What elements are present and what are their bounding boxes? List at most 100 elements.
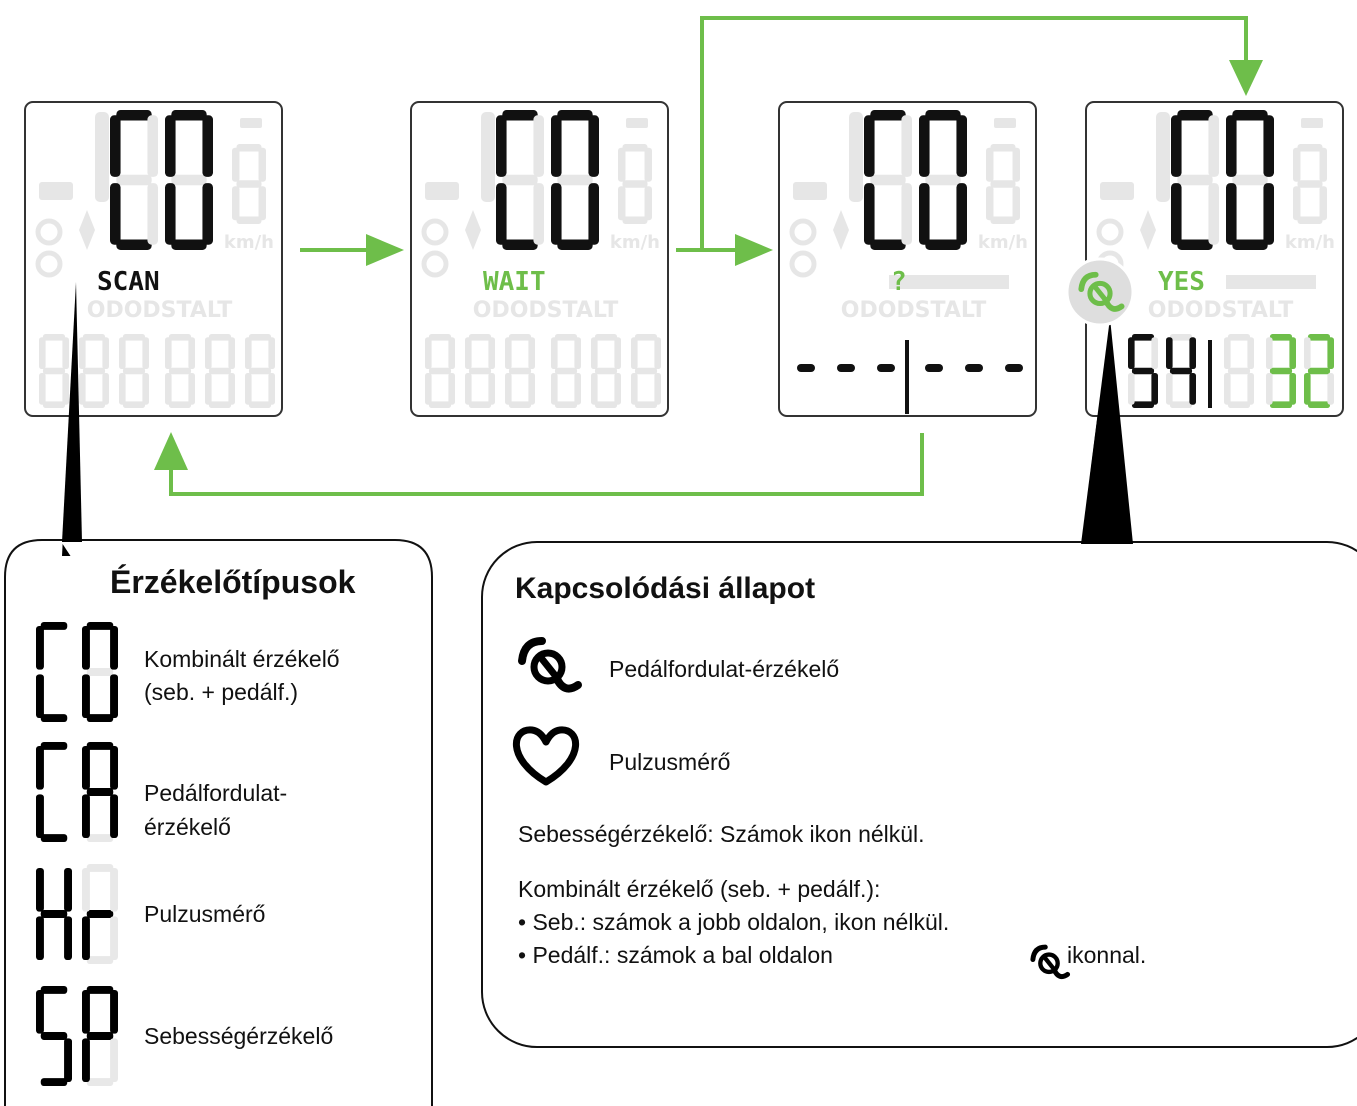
segment — [258, 186, 266, 221]
segment — [236, 216, 262, 224]
segment — [116, 174, 152, 186]
dash-segment — [965, 364, 983, 372]
segment — [870, 174, 906, 186]
segment — [631, 372, 638, 405]
segment — [1131, 367, 1155, 375]
speed-unit: km/h — [224, 232, 274, 253]
segment — [574, 337, 581, 370]
segment — [40, 742, 68, 750]
segment — [36, 989, 44, 1034]
segment — [551, 115, 562, 177]
segment — [40, 834, 68, 842]
segment — [1177, 174, 1213, 186]
connection-title: Kapcsolódási állapot — [515, 572, 816, 605]
segment — [901, 183, 912, 245]
segment — [614, 372, 621, 405]
segment — [142, 337, 149, 370]
segment — [42, 367, 66, 375]
segment — [1227, 367, 1251, 375]
segment — [122, 334, 146, 341]
sensor-hr-label: Pulzusmérő — [144, 901, 266, 927]
cadence-label: Pedálfordulat-érzékelő — [609, 656, 840, 682]
bottom-left-digit-1 — [1128, 334, 1158, 408]
segment — [425, 372, 432, 405]
segment — [110, 674, 118, 719]
segment — [1269, 334, 1293, 341]
segment — [79, 372, 86, 405]
bottom-ghost-digit — [505, 334, 535, 408]
segment — [1293, 186, 1301, 221]
segment — [1151, 372, 1158, 405]
segment — [171, 239, 207, 250]
dash-segment — [877, 364, 895, 372]
segment — [1319, 186, 1327, 221]
segment — [36, 794, 44, 839]
segment — [551, 183, 562, 245]
sensor-code-ca-1 — [36, 742, 68, 842]
segment — [86, 714, 114, 722]
segment — [248, 334, 272, 341]
ghost-digit — [986, 144, 1020, 224]
segment — [86, 742, 114, 750]
segment — [1304, 372, 1311, 405]
segment — [122, 367, 146, 375]
segment — [232, 186, 240, 221]
dash-segment — [925, 364, 943, 372]
segment — [622, 180, 648, 188]
segment — [1169, 401, 1193, 408]
segment — [1232, 110, 1268, 121]
top-digit-2 — [165, 110, 213, 250]
segment — [1269, 401, 1293, 408]
bottom-right-digit-2 — [1304, 334, 1334, 408]
segment — [1247, 372, 1254, 405]
segment — [1247, 337, 1254, 370]
segment — [122, 401, 146, 408]
segment — [654, 372, 661, 405]
segment — [86, 834, 114, 842]
segment — [36, 867, 44, 912]
segment — [448, 372, 455, 405]
segment — [110, 745, 118, 790]
segment — [86, 622, 114, 630]
segment — [986, 147, 994, 182]
segment — [465, 372, 472, 405]
bottom-left-digit-2 — [1166, 334, 1196, 408]
segment — [202, 115, 213, 177]
segment — [1151, 337, 1158, 370]
segment — [557, 239, 593, 250]
segment — [82, 674, 90, 719]
segment — [119, 372, 126, 405]
segment — [591, 372, 598, 405]
sensor-ca-label-2: érzékelő — [144, 814, 231, 840]
segment — [82, 916, 90, 961]
segment — [39, 372, 46, 405]
segment — [428, 367, 452, 375]
segment — [919, 115, 930, 177]
segment — [205, 337, 212, 370]
segment — [82, 625, 90, 670]
speed-unit: km/h — [1285, 232, 1335, 253]
segment — [82, 401, 106, 408]
sensor-code-ca-2 — [82, 742, 118, 842]
segment — [528, 372, 535, 405]
segment — [654, 337, 661, 370]
segment — [1166, 337, 1173, 370]
sensor-code-sp-2 — [82, 986, 118, 1086]
segment — [1232, 239, 1268, 250]
cadence-icon — [518, 637, 582, 693]
segment — [919, 183, 930, 245]
segment — [925, 239, 961, 250]
segment — [168, 334, 192, 341]
label-row: ODODSTALT — [87, 298, 232, 323]
segment — [1307, 367, 1331, 375]
segment — [36, 745, 44, 790]
segment — [1227, 401, 1251, 408]
segment — [119, 337, 126, 370]
segment — [1169, 367, 1193, 375]
segment — [86, 668, 114, 676]
top-digit-2 — [551, 110, 599, 250]
segment — [39, 337, 46, 370]
heart-icon — [513, 726, 579, 786]
segment — [502, 239, 538, 250]
